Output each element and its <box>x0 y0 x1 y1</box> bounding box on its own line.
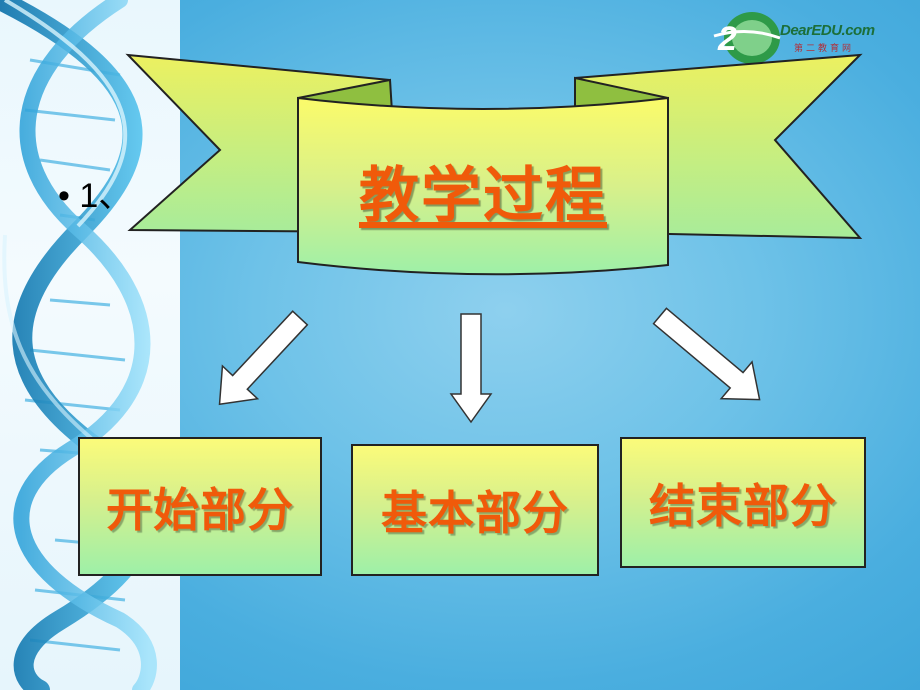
part-label-end: 结束部分 <box>649 478 837 533</box>
part-label-start: 开始部分 <box>106 482 294 537</box>
slide-title: 教学过程 <box>359 160 607 231</box>
ribbon-center-panel <box>297 96 669 276</box>
arrow-down-left-icon <box>218 310 309 406</box>
svg-text:2: 2 <box>717 20 737 58</box>
logo-sub-text: 第二教育网 <box>794 43 855 53</box>
arrow-down-icon <box>449 313 493 424</box>
part-box-end: 结束部分 <box>620 437 866 568</box>
part-box-start: 开始部分 <box>78 437 322 576</box>
arrow-down-right-icon <box>652 307 761 401</box>
dearedu-logo[interactable]: 2 DearEDU.com 第二教育网 <box>712 8 907 68</box>
part-box-basic: 基本部分 <box>351 444 599 576</box>
part-label-basic: 基本部分 <box>381 486 569 540</box>
dna-helix-icon <box>0 0 157 690</box>
bullet-text: • 1、 <box>58 177 133 215</box>
dearedu-logo-icon: 2 <box>713 12 781 64</box>
logo-main-text: DearEDU.com <box>780 22 875 39</box>
